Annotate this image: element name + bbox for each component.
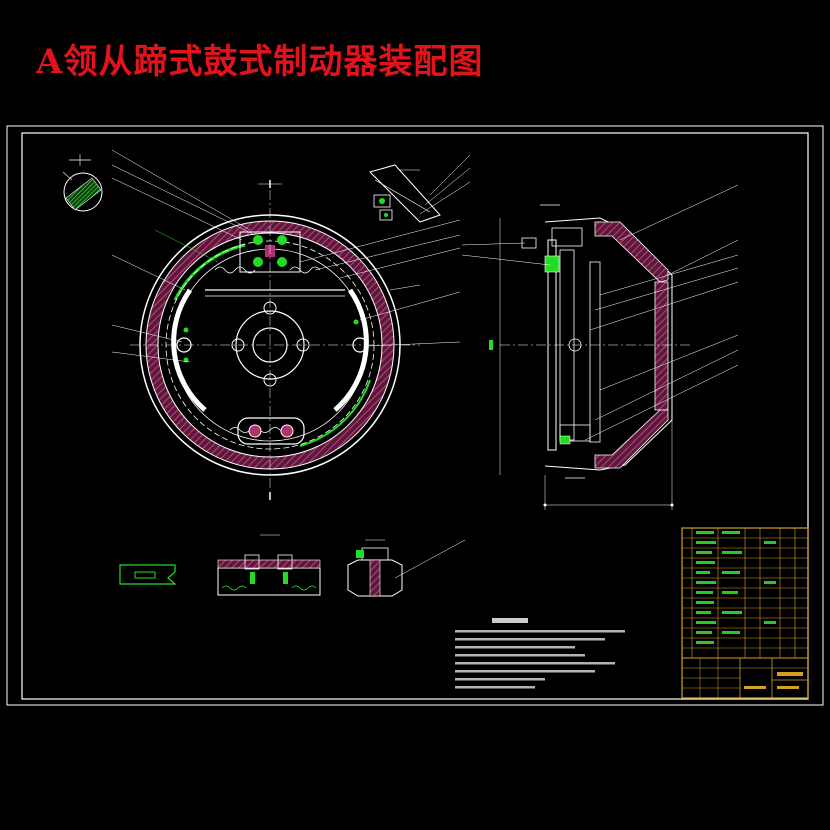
detail-view-bottom — [119, 534, 466, 597]
title-block — [681, 527, 809, 699]
front-view-brake-assembly — [111, 149, 461, 500]
technical-notes — [455, 618, 625, 689]
side-section-view — [461, 184, 739, 510]
detail-view-linkage — [369, 154, 471, 223]
sheet-inner-frame — [21, 132, 809, 700]
detail-view-i — [62, 154, 103, 212]
sheet-outer-frame — [6, 125, 824, 706]
drawing-title: A领从蹄式鼓式制动器装配图 — [36, 42, 484, 82]
